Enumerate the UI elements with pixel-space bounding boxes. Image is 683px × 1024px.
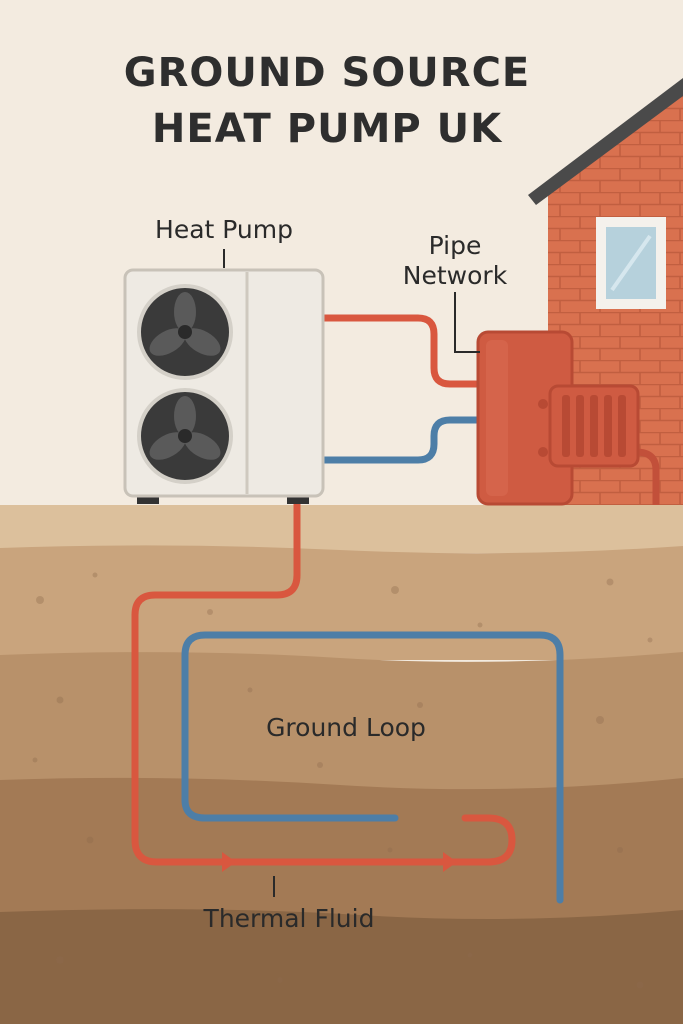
unit-pipes	[322, 314, 660, 505]
radiator	[538, 384, 640, 468]
ground-loop-pipes	[131, 496, 564, 904]
flow-arrows	[222, 852, 457, 872]
ground-loop-label: Ground Loop	[266, 713, 426, 742]
soil-layer-top	[0, 505, 683, 553]
title-line-1: GROUND SOURCE	[124, 50, 531, 96]
heat-pump-label: Heat Pump	[155, 215, 293, 244]
pipe-network-label-line-2: Network	[403, 261, 508, 290]
ground-loop-hot-pipe	[131, 496, 516, 866]
arrow-right-icon	[222, 852, 236, 872]
buffer-tank	[476, 330, 574, 506]
ground-loop-cold-pipe	[181, 631, 564, 904]
soil-layer-lower	[0, 652, 683, 790]
heat-pump-unit	[123, 268, 325, 504]
radiator-pipe	[635, 448, 660, 505]
soil-layer-mid	[0, 545, 683, 660]
title-line-2: HEAT PUMP UK	[152, 106, 503, 152]
leader-lines	[223, 249, 480, 897]
soil-layer-bottom	[0, 909, 683, 1024]
soil-layer-deep	[0, 777, 683, 920]
cold-return-pipe	[322, 416, 482, 464]
soil-speckles	[32, 572, 653, 989]
pipe-network-label-line-1: Pipe	[429, 231, 482, 260]
soil-layers	[0, 505, 683, 1024]
arrow-right-icon	[443, 852, 457, 872]
ground-loop-return-pipe	[181, 796, 399, 822]
hot-supply-pipe	[322, 314, 482, 388]
fan-icon	[137, 284, 233, 380]
thermal-fluid-label: Thermal Fluid	[203, 904, 375, 933]
window	[596, 217, 666, 309]
fan-icon	[137, 388, 233, 484]
roof	[528, 78, 683, 205]
